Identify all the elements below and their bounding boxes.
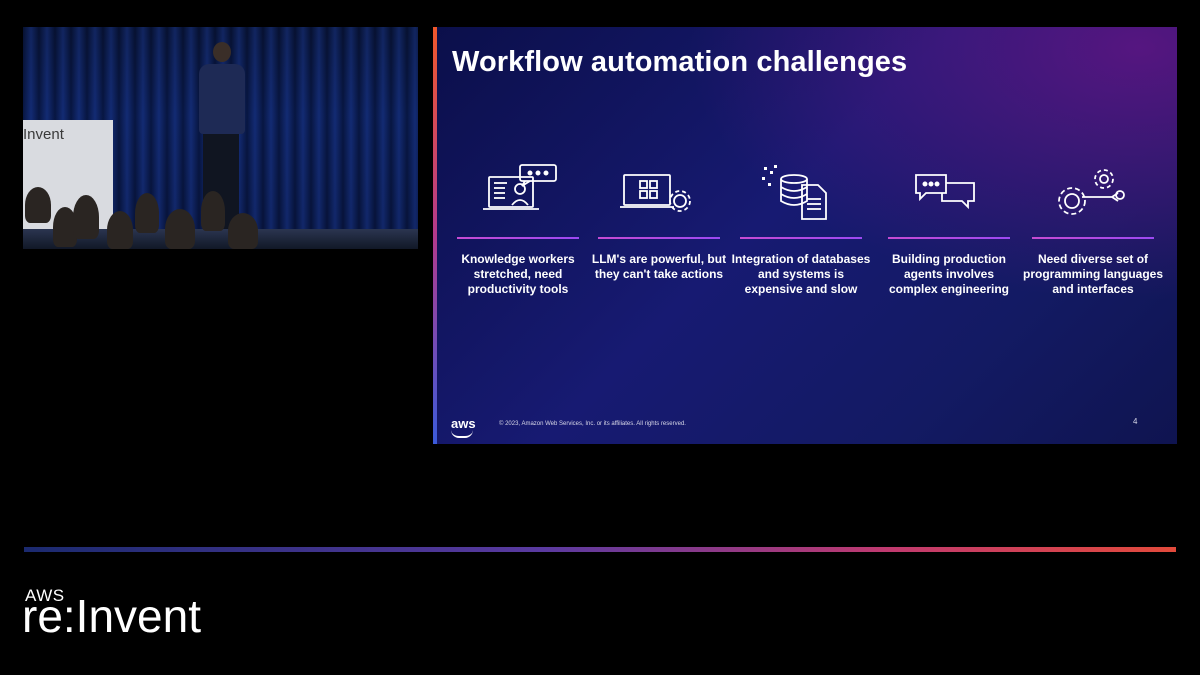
chat-bubbles-icon — [906, 163, 992, 225]
gears-wrench-icon — [1050, 163, 1136, 225]
speaker-head — [213, 42, 231, 62]
audience — [23, 187, 263, 249]
brand-reinvent: re:Invent — [22, 590, 201, 642]
camera-feed: Invent — [23, 27, 418, 249]
slide-copyright: © 2023, Amazon Web Services, Inc. or its… — [499, 421, 686, 427]
card-text: LLM's are powerful, but they can't take … — [591, 252, 727, 281]
brand-aws: AWS — [25, 586, 65, 605]
card-divider — [598, 237, 720, 239]
card-text: Need diverse set of programming language… — [1022, 252, 1164, 296]
card-divider — [888, 237, 1010, 239]
database-document-icon — [758, 163, 844, 225]
aws-logo: aws — [451, 416, 476, 438]
speaker-body — [199, 64, 245, 134]
card-text: Integration of databases and systems is … — [731, 252, 871, 296]
card-text: Building production agents involves comp… — [888, 252, 1010, 296]
challenge-cards: Knowledge workers stretched, need produc… — [451, 155, 1171, 296]
knowledge-worker-icon — [475, 163, 561, 225]
llm-app-icon — [616, 163, 702, 225]
presentation-slide: Workflow automation challenges Knowledge… — [433, 27, 1177, 444]
card-divider — [740, 237, 862, 239]
aws-smile-icon — [451, 430, 473, 438]
card-text: Knowledge workers stretched, need produc… — [461, 252, 575, 296]
brand-divider — [24, 547, 1176, 552]
slide-title: Workflow automation challenges — [452, 46, 908, 78]
card-divider — [457, 237, 579, 239]
slide-accent-bar — [433, 27, 437, 444]
card-divider — [1032, 237, 1154, 239]
stage-banner-text: Invent — [23, 126, 64, 143]
slide-page-number: 4 — [1133, 417, 1138, 426]
